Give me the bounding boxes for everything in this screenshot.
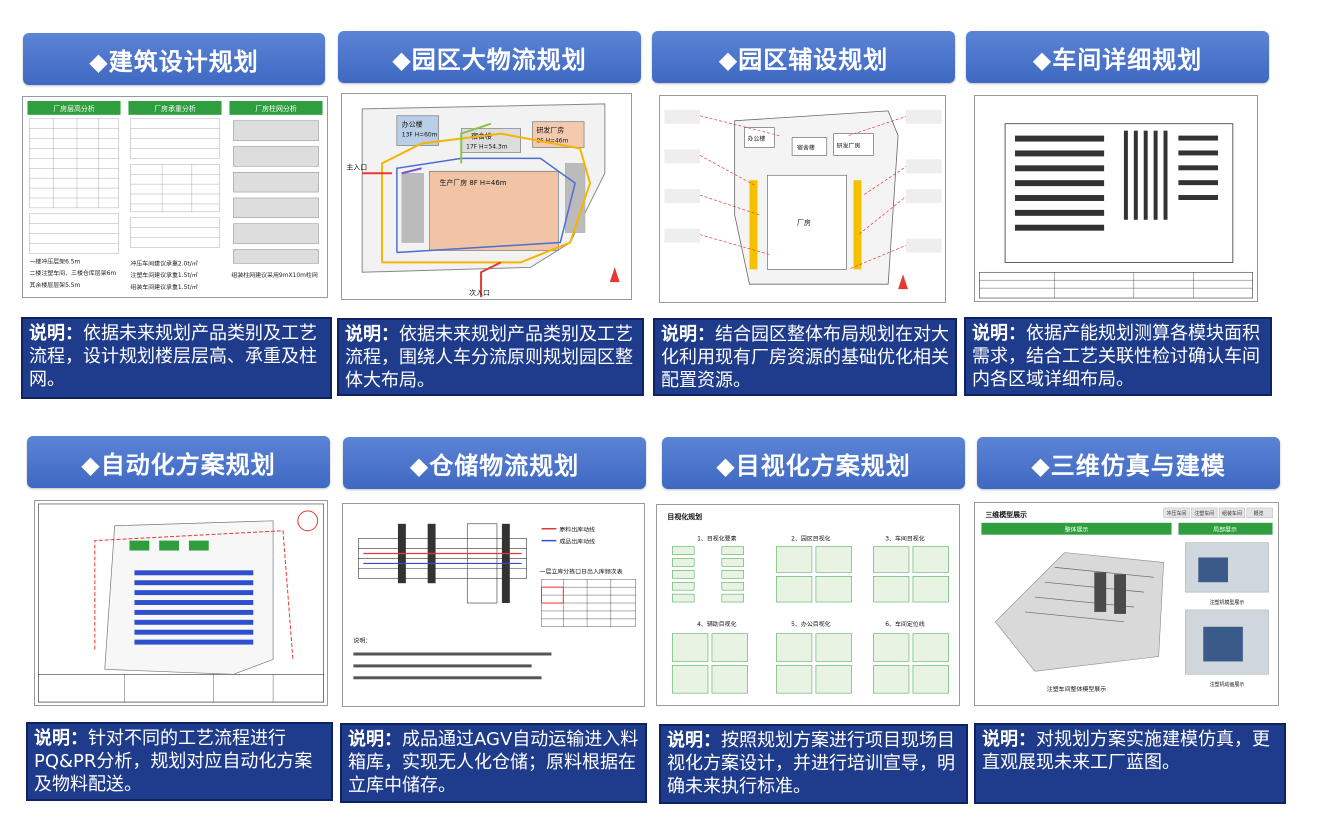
thumb1-h2: 厂房承重分析	[154, 104, 196, 113]
note-label: 说明：	[982, 729, 1036, 750]
thumb7-s4: 4、辅助目视化	[697, 620, 736, 628]
note-text: 依据产能规划测算各模块面积需求，结合工艺关联性检讨确认车间内各区域详细布局。	[972, 323, 1260, 390]
thumb-building-design: 厂房层高分析 一楼冲压层架6.5m 二楼注塑车间、三楼仓库层架6m 其余楼层层架…	[22, 96, 328, 298]
note-park-logistics: 说明：依据未来规划产品类别及工艺流程，围绕人车分流原则规划园区整体大布局。	[337, 318, 644, 396]
thumb8-cap1: 注塑车间整体模型展示	[1047, 685, 1106, 693]
note-text: 结合园区整体布局规划在对大化利用现有厂房资源的基础优化相关配置资源。	[661, 324, 949, 391]
note-label: 说明：	[29, 323, 83, 344]
note-building: 说明：依据未来规划产品类别及工艺流程，设计规划楼层层高、承重及柱网。	[21, 317, 332, 399]
panel-title-park-logistics: ◆园区大物流规划	[338, 31, 641, 83]
thumb1-a1: 一楼冲压层架6.5m	[29, 257, 80, 265]
thumb8-left: 整体展示	[1065, 526, 1089, 534]
thumb2-main-in: 主入口	[346, 162, 367, 171]
note-text: 依据未来规划产品类别及工艺流程，围绕人车分流原则规划园区整体大布局。	[345, 324, 633, 391]
note-label: 说明：	[345, 324, 399, 345]
thumb8-tab4: 概览	[1254, 510, 1264, 517]
thumb7-s2: 2、园区目视化	[791, 535, 830, 543]
panel-title-simulation: ◆三维仿真与建模	[977, 437, 1280, 489]
note-text: 按照规划方案进行项目现场目视化方案设计，并进行培训宣导，明确未来执行标准。	[667, 730, 955, 797]
thumb7-s5: 5、办公目视化	[791, 620, 830, 628]
thumb2-sub-in: 次入口	[469, 288, 490, 297]
thumb-automation	[34, 500, 328, 706]
note-label: 说明：	[348, 729, 402, 750]
thumb7-head: 目视化规划	[667, 512, 702, 521]
thumb8-cap2: 注塑机模型展示	[1210, 599, 1245, 606]
panel-title-visual: ◆目视化方案规划	[662, 437, 965, 489]
thumb1-b1: 冲压车间建议承重2.0t/㎡	[130, 259, 197, 267]
thumb3-rnd: 研发厂房	[837, 142, 861, 150]
note-text: 成品通过AGV自动运输进入料箱库，实现无人化仓储；原料根据在立库中储存。	[348, 729, 639, 796]
note-automation: 说明：针对不同的工艺流程进行PQ&PR分析，规划对应自动化方案及物料配送。	[26, 722, 333, 801]
thumb3-office: 办公楼	[748, 135, 766, 143]
thumb-3d-simulation: 三维模型展示 冲压车间 注塑车间 组装车间 概览 整体展示 局部展示 注塑车间整…	[974, 502, 1279, 706]
thumb1-c1: 组装柱网建议采用9mX10m柱网	[231, 271, 317, 279]
panel-title-warehouse: ◆仓储物流规划	[343, 437, 646, 489]
thumb1-h3: 厂房柱网分析	[255, 104, 297, 113]
note-text: 依据未来规划产品类别及工艺流程，设计规划楼层层高、承重及柱网。	[29, 323, 317, 390]
thumb-warehouse: 原料出库动线 成品出库动线 一层立库分拣口日出入库频次表 说明：	[342, 503, 645, 707]
panel-title-park-facilities: ◆园区辅设规划	[652, 31, 955, 83]
thumb2-rnd-h: 8F H=46m	[537, 138, 569, 145]
thumb2-prod: 生产厂房 8F H=46m	[439, 178, 506, 187]
thumb1-b2: 注塑车间建议承重1.5t/㎡	[130, 271, 197, 279]
thumb-park-logistics: 办公楼 13F H=60m 宿舍楼 17F H=54.3m 研发厂房 8F H=…	[341, 93, 632, 300]
note-label: 说明：	[667, 730, 721, 751]
thumb8-tab2: 注塑车间	[1194, 510, 1214, 517]
thumb8-head: 三维模型展示	[985, 510, 1027, 519]
thumb7-s6: 6、车间定位线	[885, 620, 924, 628]
thumb2-office-h: 13F H=60m	[402, 132, 438, 139]
panel-title-building: ◆建筑设计规划	[23, 33, 325, 85]
note-text: 针对不同的工艺流程进行PQ&PR分析，规划对应自动化方案及物料配送。	[34, 728, 313, 795]
thumb2-dorm-h: 17F H=54.3m	[466, 143, 508, 150]
note-label: 说明：	[661, 324, 715, 345]
note-workshop: 说明：依据产能规划测算各模块面积需求，结合工艺关联性检讨确认车间内各区域详细布局…	[964, 317, 1272, 396]
thumb8-right: 局部展示	[1213, 526, 1237, 534]
note-warehouse: 说明：成品通过AGV自动运输进入料箱库，实现无人化仓储；原料根据在立库中储存。	[340, 723, 647, 803]
thumb3-dorm: 宿舍楼	[797, 143, 815, 151]
thumb3-plant: 厂房	[797, 218, 811, 227]
thumb1-b3: 组装车间建议承重1.5t/㎡	[130, 283, 197, 291]
note-text: 对规划方案实施建模仿真，更直观展现未来工厂蓝图。	[982, 729, 1270, 773]
thumb1-a2: 二楼注塑车间、三楼仓库层架6m	[29, 269, 116, 277]
thumb6-legend1: 原料出库动线	[559, 526, 595, 534]
thumb6-legend2: 成品出库动线	[559, 538, 595, 546]
note-park-facilities: 说明：结合园区整体布局规划在对大化利用现有厂房资源的基础优化相关配置资源。	[653, 318, 957, 396]
thumb1-h1: 厂房层高分析	[53, 104, 95, 113]
thumb1-a3: 其余楼层层架5.5m	[29, 281, 80, 289]
note-simulation: 说明：对规划方案实施建模仿真，更直观展现未来工厂蓝图。	[974, 723, 1286, 804]
thumb7-s3: 3、车间目视化	[885, 535, 924, 543]
thumb8-cap3: 注塑机动画展示	[1210, 681, 1245, 688]
thumb-visual-management: 目视化规划 1、目视化要素 2、园区目视化 3、车间目视化 4、辅助目视化 5、…	[656, 504, 960, 706]
thumb6-note-title: 说明：	[353, 637, 371, 645]
panel-title-automation: ◆自动化方案规划	[27, 436, 330, 488]
note-label: 说明：	[34, 728, 88, 749]
thumb2-office: 办公楼	[402, 120, 423, 129]
thumb-workshop-layout	[974, 95, 1258, 302]
thumb7-s1: 1、目视化要素	[697, 535, 736, 543]
thumb8-tab3: 组装车间	[1222, 510, 1242, 517]
note-label: 说明：	[972, 323, 1026, 344]
thumb8-tab1: 冲压车间	[1167, 510, 1187, 517]
note-visual: 说明：按照规划方案进行项目现场目视化方案设计，并进行培训宣导，明确未来执行标准。	[659, 724, 968, 804]
thumb2-rnd: 研发厂房	[537, 126, 565, 135]
panel-title-workshop: ◆车间详细规划	[966, 31, 1269, 83]
thumb-park-facilities: 办公楼 宿舍楼 研发厂房 厂房	[659, 95, 946, 303]
thumb6-tbl-title: 一层立库分拣口日出入库频次表	[540, 567, 623, 575]
